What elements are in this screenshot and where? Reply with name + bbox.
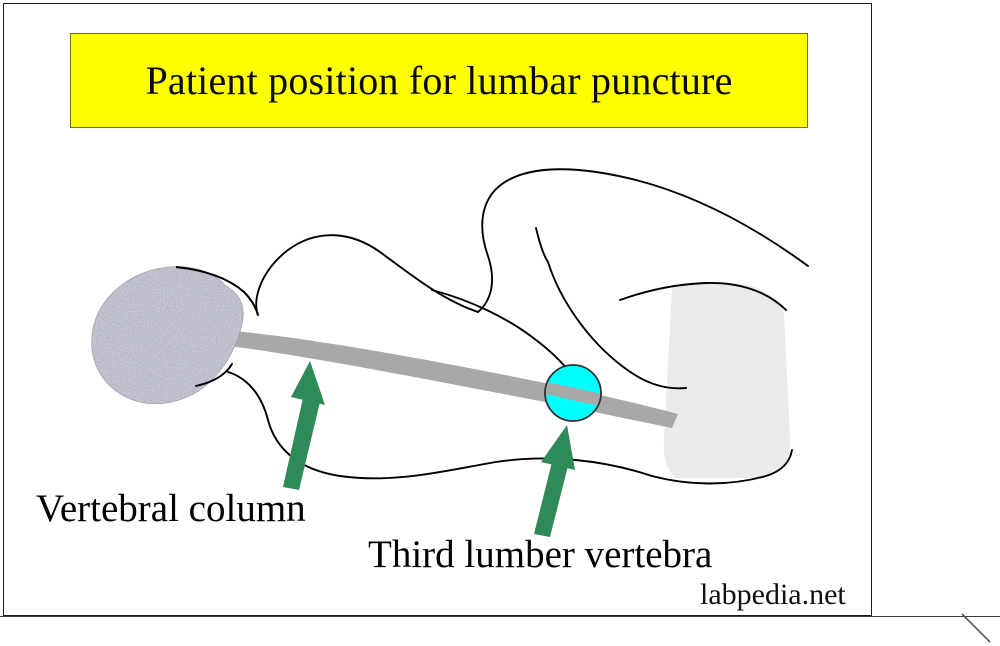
title-banner: Patient position for lumbar puncture xyxy=(70,33,808,128)
arrow-to-vertebral-column xyxy=(283,361,325,490)
head-shape xyxy=(91,266,259,405)
bottom-divider-rule xyxy=(0,616,1000,617)
annotation-arrows xyxy=(283,361,575,537)
third-lumbar-vertebra-marker xyxy=(544,364,602,422)
thigh-shape xyxy=(663,282,791,478)
page-title: Patient position for lumbar puncture xyxy=(145,57,733,103)
vertebral-column-band xyxy=(221,330,678,428)
label-vertebral-column: Vertebral column xyxy=(36,487,306,530)
label-third-lumbar-vertebra: Third lumber vertebra xyxy=(368,533,713,576)
watermark-labpedia: labpedia.net xyxy=(700,578,846,611)
figure-frame xyxy=(3,3,872,616)
corner-tick-mark xyxy=(961,613,991,643)
arrow-to-third-lumbar-vertebra xyxy=(534,425,575,537)
